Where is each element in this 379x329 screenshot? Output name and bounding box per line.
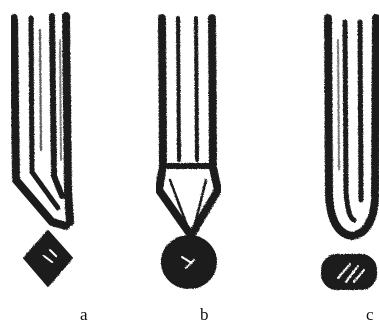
panel-label-c: c	[366, 305, 374, 325]
tube-b	[159, 18, 218, 234]
tube-a	[14, 16, 70, 226]
tube-c	[328, 18, 376, 236]
crystal-a	[24, 231, 72, 286]
panel-label-a: a	[80, 305, 88, 325]
cylinder-tip-c	[322, 255, 376, 289]
panel-a	[14, 16, 72, 286]
panel-c	[322, 18, 376, 289]
panel-label-b: b	[200, 305, 209, 325]
panel-b	[159, 18, 218, 288]
ball-tip-b	[162, 236, 216, 288]
